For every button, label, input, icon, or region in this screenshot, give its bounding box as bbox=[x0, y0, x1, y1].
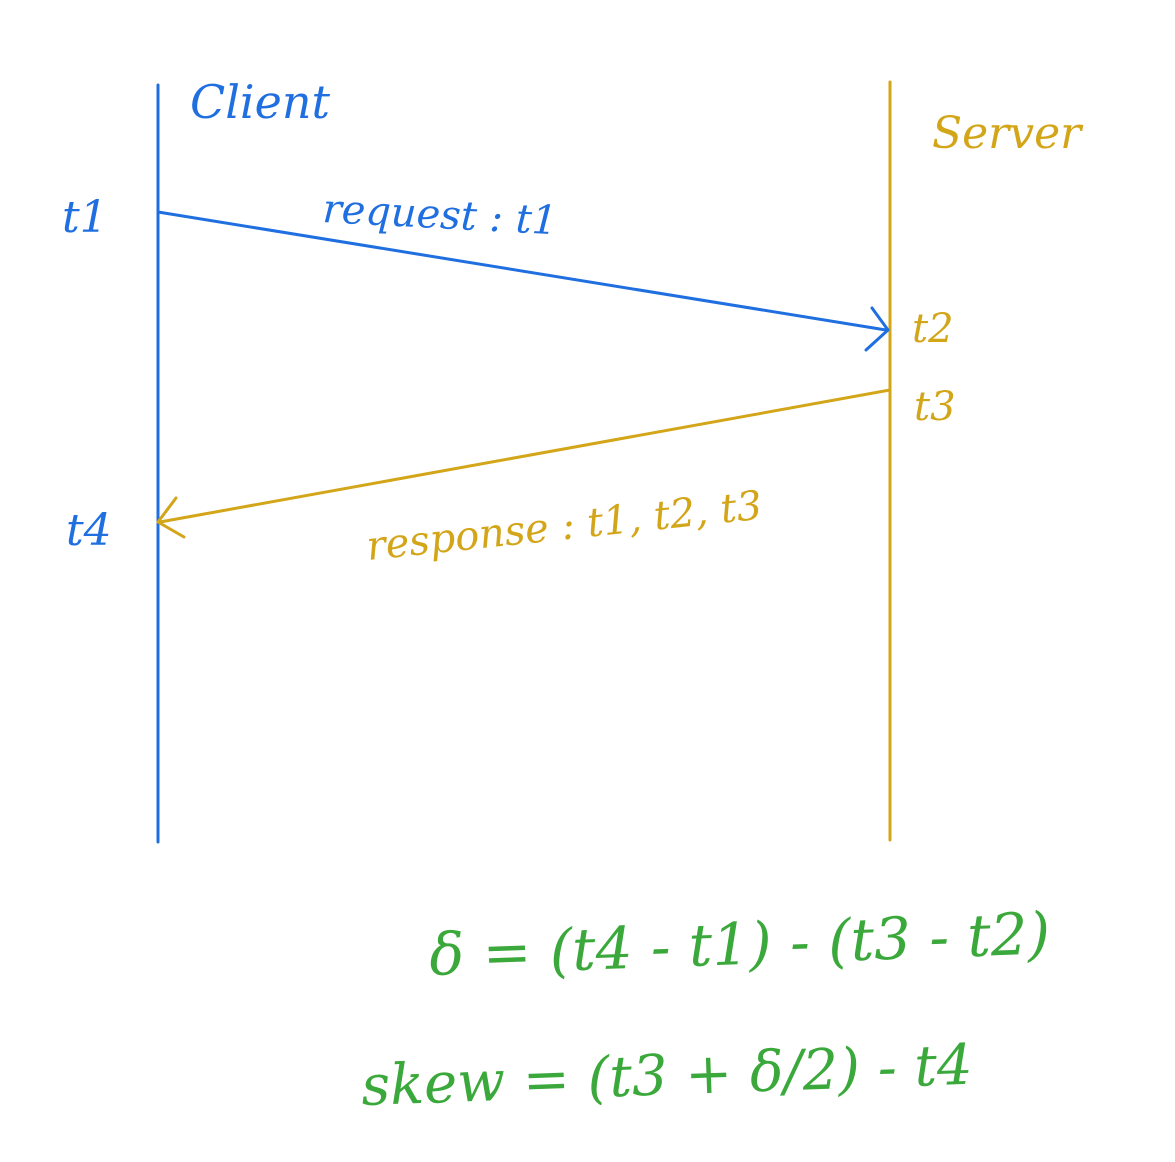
t4-label: t4 bbox=[66, 505, 112, 556]
client-label: Client bbox=[190, 75, 330, 129]
skew-equation: skew = (t3 + δ/2) - t4 bbox=[360, 1033, 973, 1119]
t1-label: t1 bbox=[62, 192, 108, 243]
request-arrow bbox=[156, 210, 890, 352]
t2-label: t2 bbox=[912, 306, 954, 352]
response-arrow bbox=[156, 388, 892, 539]
response-message-label: response : t1, t2, t3 bbox=[364, 483, 764, 570]
response-arrowhead bbox=[156, 496, 186, 539]
server-label: Server bbox=[932, 108, 1084, 159]
request-message-label: request : t1 bbox=[321, 186, 558, 244]
request-arrowhead bbox=[864, 306, 890, 352]
delta-equation: δ = (t4 - t1) - (t3 - t2) bbox=[428, 899, 1051, 989]
t3-label: t3 bbox=[914, 384, 956, 430]
